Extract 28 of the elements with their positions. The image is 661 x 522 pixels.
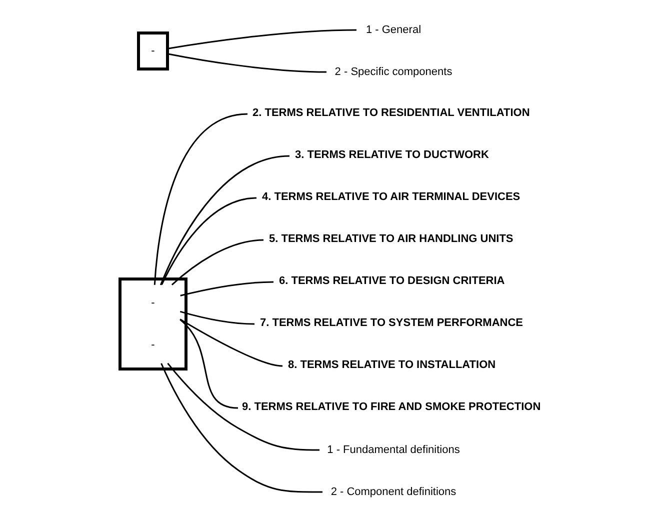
node-text: - <box>151 338 155 351</box>
node-text: 5. TERMS RELATIVE TO AIR HANDLING UNITS <box>269 232 514 245</box>
connector <box>180 310 255 325</box>
connector <box>168 53 327 73</box>
node-box: - <box>137 32 169 70</box>
connector <box>160 155 290 286</box>
connector <box>160 363 322 493</box>
node-text: - <box>151 296 155 309</box>
node-text: 2 - Specific components <box>334 66 452 78</box>
connector <box>168 29 357 50</box>
connector <box>180 318 283 367</box>
node-text: 1 - Fundamental definitions <box>327 444 460 456</box>
node-text: 3. TERMS RELATIVE TO DUCTWORK <box>295 148 489 161</box>
connector <box>154 113 248 285</box>
node-text: 6. TERMS RELATIVE TO DESIGN CRITERIA <box>279 274 505 287</box>
node-text: 7. TERMS RELATIVE TO SYSTEM PERFORMANCE <box>260 316 524 329</box>
node-text: 2 - Component definitions <box>330 486 456 498</box>
node-text: 1 - General <box>366 24 422 36</box>
connector <box>171 239 264 286</box>
connector <box>161 197 257 286</box>
node-text: 9. TERMS RELATIVE TO FIRE AND SMOKE PROTECTION <box>242 400 541 413</box>
cluster <box>118 278 188 370</box>
node-text: 2. TERMS RELATIVE TO RESIDENTIAL VENTILATION <box>252 106 530 119</box>
connector <box>167 362 320 451</box>
connector <box>180 319 238 409</box>
node-text: 8. TERMS RELATIVE TO INSTALLATION <box>288 358 496 371</box>
node-text: 4. TERMS RELATIVE TO AIR TERMINAL DEVICES <box>262 190 520 203</box>
connector <box>180 281 274 296</box>
